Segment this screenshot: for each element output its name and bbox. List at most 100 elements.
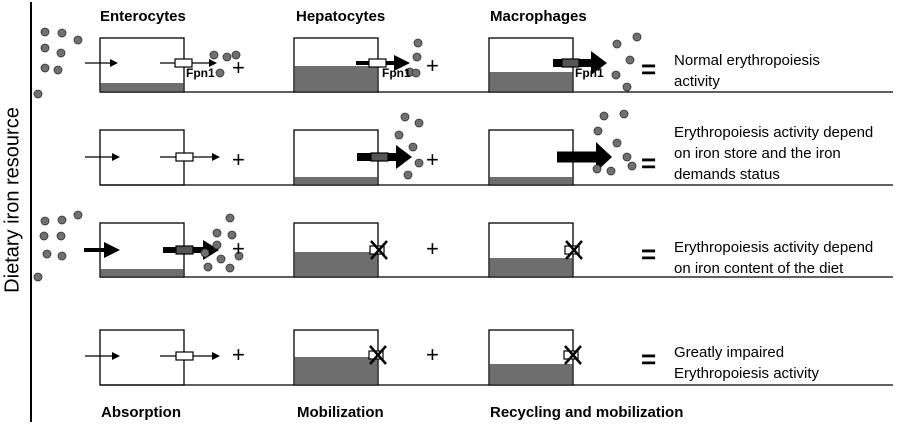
iron-store-fill — [489, 72, 573, 92]
iron-dot — [39, 231, 49, 241]
outcome-row-3: Erythropoiesis activity depend on iron c… — [674, 237, 873, 279]
outcome-row-2: Erythropoiesis activity depend on iron s… — [674, 122, 873, 185]
rows-layer — [33, 27, 893, 386]
iron-dot — [413, 38, 423, 48]
iron-store-fill — [489, 364, 573, 385]
iron-dot — [234, 251, 244, 261]
thick-arrow-head — [591, 51, 607, 75]
iron-dot — [57, 215, 67, 225]
iron-dot — [40, 43, 50, 53]
iron-dot — [212, 228, 222, 238]
thin-arrow-head — [110, 59, 118, 67]
iron-dot — [227, 230, 237, 240]
iron-dot — [231, 50, 241, 60]
fpn1-transporter — [174, 58, 193, 68]
fpn1-label-hepatocyte: Fpn1 — [382, 66, 411, 80]
iron-dot — [599, 111, 609, 121]
fpn1-label-enterocyte: Fpn1 — [186, 66, 215, 80]
equals-sign: = — [641, 148, 657, 178]
iron-dot — [622, 82, 632, 92]
iron-dot — [593, 126, 603, 136]
iron-dot — [215, 68, 225, 78]
iron-dot — [200, 248, 210, 258]
outcome-line: Normal erythropoiesis — [674, 52, 820, 69]
column-header-enterocytes: Enterocytes — [100, 8, 186, 25]
iron-store-fill — [294, 66, 378, 92]
iron-dot — [73, 35, 83, 45]
plus-sign: + — [232, 147, 245, 172]
iron-dot — [40, 27, 50, 37]
iron-dot — [57, 28, 67, 38]
y-axis-label: Dietary iron resource — [1, 107, 24, 293]
outcome-line: Erythropoiesis activity depend — [674, 124, 874, 141]
plus-sign: + — [426, 53, 439, 78]
outcome-line: Greatly impaired — [674, 344, 785, 361]
thick-arrow-head — [596, 142, 612, 172]
thick-arrow-head — [394, 55, 410, 71]
column-footer-recycling: Recycling and mobilization — [490, 404, 684, 421]
thick-arrow-shaft — [84, 248, 106, 252]
fpn1-label-macrophage: Fpn1 — [575, 66, 604, 80]
column-footer-absorption: Absorption — [101, 404, 181, 421]
iron-store-fill — [294, 357, 378, 385]
block-cross-line — [565, 240, 583, 260]
outcome-line: demands status — [674, 166, 780, 183]
iron-store-fill — [489, 177, 573, 185]
iron-dot — [632, 32, 642, 42]
thick-arrow-shaft — [557, 151, 598, 163]
equals-sign: = — [641, 239, 657, 269]
iron-dot — [403, 170, 413, 180]
iron-dot — [33, 272, 43, 282]
thin-arrow-head — [212, 153, 220, 161]
outcome-row-4: Greatly impaired Erythropoiesis activity — [674, 342, 819, 384]
fpn1-transporter — [368, 58, 387, 68]
iron-dot — [612, 138, 622, 148]
column-header-hepatocytes: Hepatocytes — [296, 8, 386, 25]
column-footer-mobilization: Mobilization — [297, 404, 384, 421]
fpn1-transporter — [370, 152, 389, 162]
iron-dot — [612, 39, 622, 49]
iron-dot — [42, 249, 52, 259]
plus-sign: + — [426, 342, 439, 367]
plus-sign: + — [426, 236, 439, 261]
iron-dot — [56, 231, 66, 241]
iron-dot — [73, 210, 83, 220]
iron-dot — [40, 63, 50, 73]
thin-arrow-head — [112, 352, 120, 360]
iron-dot — [40, 216, 50, 226]
iron-store-fill — [294, 177, 378, 185]
iron-dot — [619, 109, 629, 119]
thick-arrow-head — [104, 242, 120, 258]
iron-dot — [53, 65, 63, 75]
outcome-line: Erythropoiesis activity — [674, 365, 820, 382]
iron-dot — [56, 48, 66, 58]
plus-sign: + — [232, 342, 245, 367]
iron-dot — [212, 240, 222, 250]
iron-dot — [394, 130, 404, 140]
iron-dot — [209, 50, 219, 60]
iron-dot — [622, 152, 632, 162]
plus-sign: + — [426, 147, 439, 172]
thin-arrow-head — [212, 352, 220, 360]
fpn1-transporter — [175, 152, 194, 162]
iron-dot — [411, 68, 421, 78]
equals-sign: = — [641, 344, 657, 374]
iron-dot — [225, 263, 235, 273]
iron-dot — [57, 251, 67, 261]
outcome-line: Erythropoiesis activity depend — [674, 239, 874, 256]
fpn1-transporter — [561, 58, 580, 68]
iron-dot — [606, 166, 616, 176]
iron-dot — [225, 213, 235, 223]
iron-store-fill — [489, 258, 573, 277]
iron-store-fill — [100, 269, 184, 277]
block-cross-line — [370, 240, 388, 260]
fpn1-transporter — [175, 351, 194, 361]
iron-dot — [216, 254, 226, 264]
iron-dot — [414, 158, 424, 168]
iron-dot — [414, 118, 424, 128]
fpn1-transporter — [175, 245, 194, 255]
iron-dot — [222, 52, 232, 62]
iron-dot — [400, 112, 410, 122]
thin-arrow-head — [112, 153, 120, 161]
